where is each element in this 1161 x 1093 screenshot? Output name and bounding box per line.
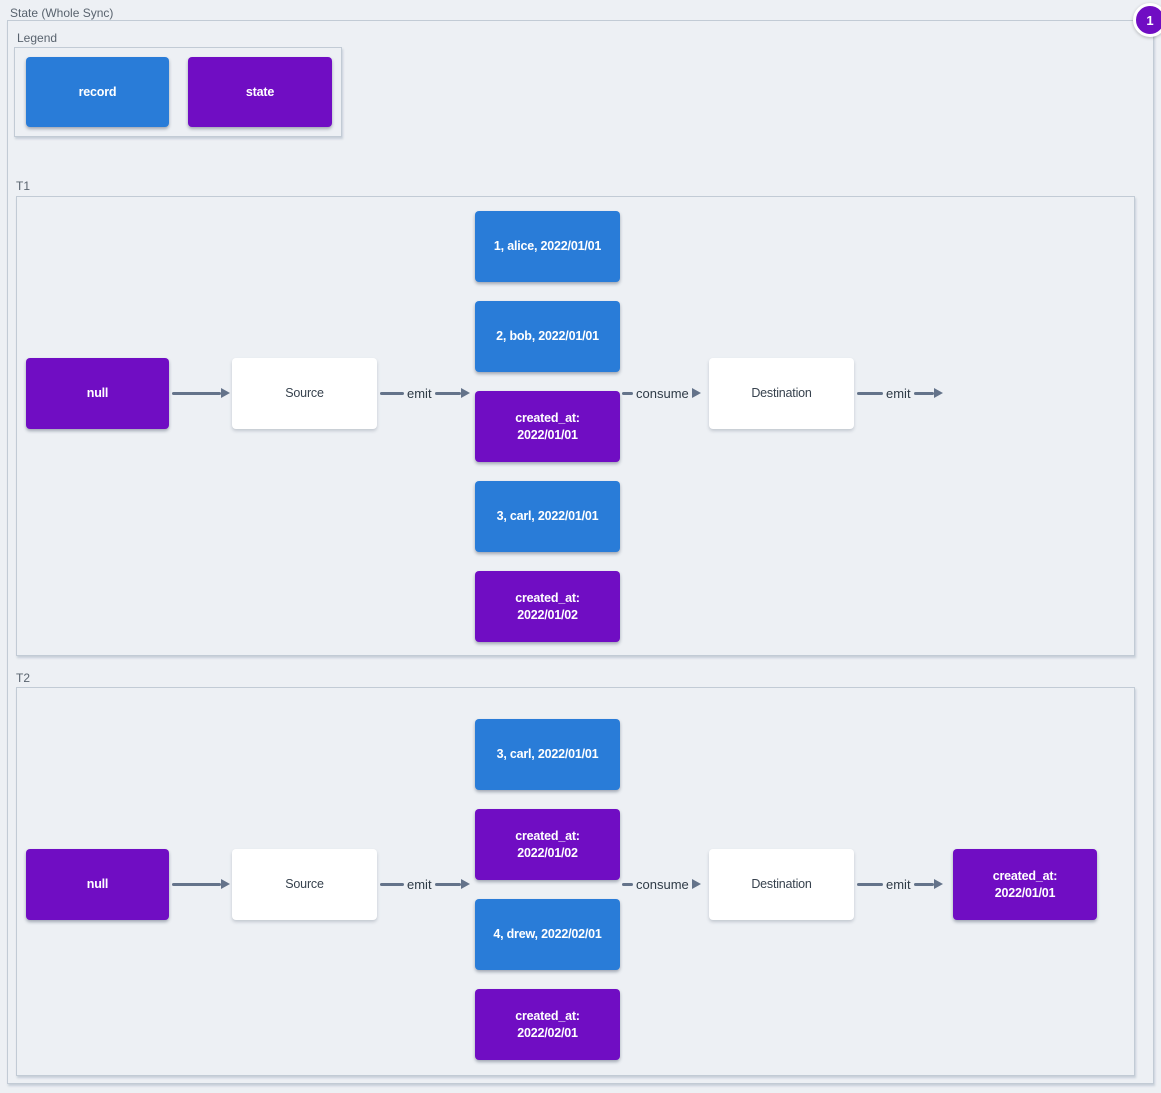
emit-label: emit [886,876,911,892]
consume-connector: consume [622,384,701,402]
arrow-line [913,391,934,395]
outer-panel [7,20,1154,1084]
consume-label: consume [636,876,689,892]
legend-label: Legend [17,31,58,45]
node-line: Source [285,877,324,891]
arrow-line [857,882,883,886]
flow-arrow [172,875,230,893]
section-panel [16,196,1135,656]
node-line: created_at: [515,1008,580,1023]
legend-record-swatch: record [26,57,169,127]
emit-connector: emit [380,384,470,402]
source-node: Source [232,849,377,920]
emit-connector: emit [857,384,943,402]
node-line: 4, drew, 2022/02/01 [493,927,602,941]
node-line: 2022/02/01 [517,1025,578,1040]
null-state-node: null [26,849,169,920]
legend-panel [14,47,342,137]
state-node: created_at: 2022/01/02 [475,571,620,642]
arrowhead [221,388,230,398]
arrow-line [434,391,461,395]
arrowhead [460,388,470,398]
emit-label: emit [886,385,911,401]
arrow-line [380,391,404,395]
node-line: Destination [751,386,812,400]
record-node: 1, alice, 2022/01/01 [475,211,620,282]
legend-state-label: state [245,84,275,99]
section-label: T1 [16,179,31,193]
node-line: created_at: [515,410,580,425]
node-line: created_at: [515,590,580,605]
page-title: State (Whole Sync) [10,6,114,20]
legend-record-label: record [78,84,117,99]
record-node: 3, carl, 2022/01/01 [475,481,620,552]
consume-connector: consume [622,875,701,893]
emit-label: emit [407,385,432,401]
arrow-line [172,391,221,395]
arrowhead [933,879,943,889]
emit-connector: emit [380,875,470,893]
arrow-line [857,391,883,395]
emit-connector: emit [857,875,943,893]
arrowhead [691,388,701,398]
state-node: created_at: 2022/01/02 [475,809,620,880]
state-node: created_at: 2022/02/01 [475,989,620,1060]
node-line: 2022/01/02 [517,845,578,860]
node-line: created_at: [515,828,580,843]
arrow-line [172,882,221,886]
destination-node: Destination [709,358,854,429]
legend-state-swatch: state [188,57,332,127]
node-line: 1, alice, 2022/01/01 [493,239,602,253]
null-state-node: null [26,358,169,429]
record-node: 4, drew, 2022/02/01 [475,899,620,970]
arrow-line [434,882,461,886]
node-line: 3, carl, 2022/01/01 [496,747,599,761]
arrowhead [221,879,230,889]
node-line: 2, bob, 2022/01/01 [496,329,599,343]
notification-badge: 1 [1133,3,1161,37]
node-line: created_at: [992,868,1058,883]
node-line: Source [285,386,324,400]
node-line: 3, carl, 2022/01/01 [496,509,599,523]
node-line: 2022/01/01 [994,885,1056,900]
consume-label: consume [636,385,689,401]
arrow-line [622,882,633,886]
node-line: 2022/01/01 [517,427,578,442]
state-node: created_at: 2022/01/01 [475,391,620,462]
node-line: null [86,877,109,891]
source-node: Source [232,358,377,429]
arrowhead [460,879,470,889]
arrow-line [622,391,633,395]
output-state-node: created_at: 2022/01/01 [953,849,1097,920]
node-line: 2022/01/02 [517,607,578,622]
record-node: 3, carl, 2022/01/01 [475,719,620,790]
section-panel [16,687,1135,1076]
arrowhead [691,879,701,889]
section-label: T2 [16,671,31,685]
record-node: 2, bob, 2022/01/01 [475,301,620,372]
arrow-line [913,882,934,886]
destination-node: Destination [709,849,854,920]
flow-arrow [172,384,230,402]
arrow-line [380,882,404,886]
arrowhead [933,388,943,398]
node-line: null [86,386,109,400]
emit-label: emit [407,876,432,892]
node-line: Destination [751,877,812,891]
